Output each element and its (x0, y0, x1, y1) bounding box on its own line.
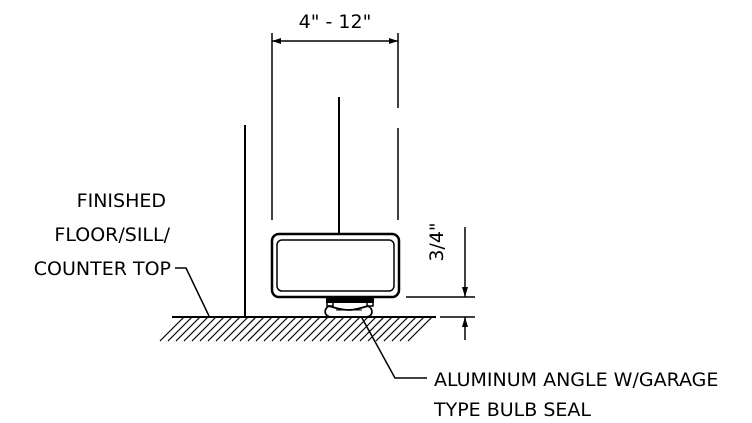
hatch-line (263, 316, 289, 342)
angle-leg-right (366, 296, 374, 307)
hatch-line (167, 316, 193, 342)
hatch-line (311, 316, 337, 342)
hatch-line (391, 316, 417, 342)
hatch-line (223, 316, 249, 342)
hatch-line (327, 316, 353, 342)
height-dimension-label: 3/4" (426, 222, 448, 261)
finished-floor (159, 316, 436, 342)
bulb-seal (324, 305, 373, 318)
hatch-line (399, 316, 425, 342)
seal-leader-line (361, 317, 427, 379)
width-dimension: 4" - 12" (271, 11, 399, 220)
hatch-line (255, 316, 281, 342)
hatch-line (295, 316, 321, 342)
hatch-line (351, 316, 377, 342)
floor-label-line-1: FINISHED (77, 190, 166, 212)
hatch-line (375, 316, 401, 342)
aluminum-angle-bulb-seal (324, 296, 374, 318)
rail-inner (276, 239, 395, 292)
width-arrow-right (389, 38, 398, 44)
hatch-line (279, 316, 305, 342)
seal-label-line-1: ALUMINUM ANGLE W/GARAGE (434, 369, 718, 391)
seal-label-line-2: TYPE BULB SEAL (433, 399, 591, 421)
hatch-line (303, 316, 329, 342)
hatch-line (159, 316, 185, 342)
rail-outer (270, 232, 401, 299)
height-dimension: 3/4" (406, 222, 475, 340)
hatch-line (383, 316, 409, 342)
floor-label-line-3: COUNTER TOP (34, 258, 171, 280)
hatch-line (231, 316, 257, 342)
hatch-line (247, 316, 273, 342)
hatch-line (271, 316, 297, 342)
height-arrow-bottom (462, 317, 468, 327)
hatch-line (335, 316, 361, 342)
hatch-line (199, 316, 225, 342)
hatch-line (215, 316, 241, 342)
floor-label-line-2: FLOOR/SILL/ (54, 224, 170, 246)
floor-leader-line (175, 267, 210, 317)
hatch-line (319, 316, 345, 342)
height-arrow-top (462, 287, 468, 297)
door-bottom-rail (270, 232, 401, 299)
width-dimension-label: 4" - 12" (299, 11, 372, 33)
seal-callout: ALUMINUM ANGLE W/GARAGE TYPE BULB SEAL (361, 317, 718, 421)
hatch-line (287, 316, 313, 342)
hatch-line (191, 316, 217, 342)
hatch-line (207, 316, 233, 342)
hatch-line (359, 316, 385, 342)
angle-flange (326, 297, 374, 303)
hatch-line (175, 316, 201, 342)
floor-callout: FINISHED FLOOR/SILL/ COUNTER TOP (34, 190, 210, 317)
hatch-line (407, 316, 433, 342)
hatch-line (183, 316, 209, 342)
width-arrow-left (272, 38, 281, 44)
hatch-line (239, 316, 265, 342)
floor-hatching (159, 316, 433, 342)
